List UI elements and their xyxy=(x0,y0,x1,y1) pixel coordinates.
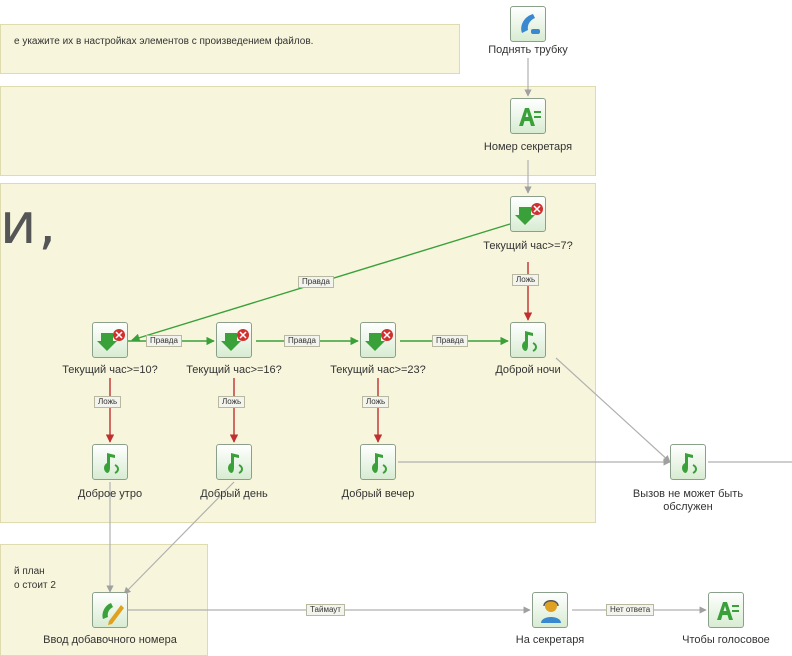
top-note-panel xyxy=(0,24,460,74)
good-night-node[interactable] xyxy=(510,322,546,358)
good-day-node[interactable] xyxy=(216,444,252,480)
voice-text-icon xyxy=(519,108,541,126)
edge-label-true-16: Правда xyxy=(284,335,320,347)
edge-label-no-answer: Нет ответа xyxy=(606,604,655,616)
edge-label-false-16: Ложь xyxy=(218,396,246,408)
hour-ge-7-node[interactable] xyxy=(510,196,546,232)
play-sound-icon xyxy=(522,331,537,352)
to-secretary-node[interactable] xyxy=(532,592,568,628)
condition-icon xyxy=(97,329,125,351)
play-sound-icon xyxy=(682,453,697,474)
condition-icon xyxy=(221,329,249,351)
edge-night-to-cannot xyxy=(555,357,671,463)
hour-ge-16-label: Текущий час>=16? xyxy=(186,364,282,376)
good-evening-label: Добрый вечер xyxy=(341,488,415,500)
top-note-text: е укажите их в настройках элементов с пр… xyxy=(14,36,314,47)
hour-ge-10-node[interactable] xyxy=(92,322,128,358)
cannot-serve-node[interactable] xyxy=(670,444,706,480)
edge-label-true-7: Правда xyxy=(298,276,334,288)
play-sound-icon xyxy=(104,453,119,474)
plan-note-line1: й план xyxy=(14,566,45,577)
edge-label-false-7: Ложь xyxy=(512,274,540,286)
hour-ge-16-node[interactable] xyxy=(216,322,252,358)
edge-label-false-23: Ложь xyxy=(362,396,390,408)
ext-input-label: Ввод добавочного номера xyxy=(43,634,177,646)
cannot-serve-label-line1: Вызов не может быть xyxy=(632,488,744,500)
edge-label-true-23: Правда xyxy=(432,335,468,347)
edge-label-true-10: Правда xyxy=(146,335,182,347)
hour-ge-7-label: Текущий час>=7? xyxy=(483,240,573,252)
ext-input-node[interactable] xyxy=(92,592,128,628)
voice-msg-label: Чтобы голосовое xyxy=(682,634,770,646)
hour-ge-23-label: Текущий час>=23? xyxy=(330,364,426,376)
cannot-serve-label-line2: обслужен xyxy=(663,501,713,513)
play-sound-icon xyxy=(228,453,243,474)
condition-icon xyxy=(365,329,393,351)
play-sound-icon xyxy=(372,453,387,474)
hour-ge-10-label: Текущий час>=10? xyxy=(62,364,158,376)
top-group-panel xyxy=(0,86,596,176)
operator-icon xyxy=(541,600,561,623)
good-morning-label: Доброе утро xyxy=(77,488,143,500)
secretary-number-node[interactable] xyxy=(510,98,546,134)
edge-label-timeout: Таймаут xyxy=(306,604,345,616)
good-night-label: Доброй ночи xyxy=(495,364,561,376)
pick-up-label: Поднять трубку xyxy=(488,44,568,56)
keypad-input-icon xyxy=(102,603,124,625)
overlay-text: и, xyxy=(0,192,59,257)
to-secretary-label: На секретаря xyxy=(515,634,585,646)
voice-text-icon xyxy=(717,602,739,620)
plan-note-line2: о стоит 2 xyxy=(14,580,56,591)
good-day-label: Добрый день xyxy=(200,488,268,500)
condition-icon xyxy=(515,203,543,225)
edge-day-to-ext xyxy=(123,481,235,595)
hour-ge-23-node[interactable] xyxy=(360,322,396,358)
good-evening-node[interactable] xyxy=(360,444,396,480)
phone-icon xyxy=(521,14,540,34)
voice-msg-node[interactable] xyxy=(708,592,744,628)
good-morning-node[interactable] xyxy=(92,444,128,480)
secretary-number-label: Номер секретаря xyxy=(483,141,573,153)
edge-label-false-10: Ложь xyxy=(94,396,122,408)
pick-up-node[interactable] xyxy=(510,6,546,42)
